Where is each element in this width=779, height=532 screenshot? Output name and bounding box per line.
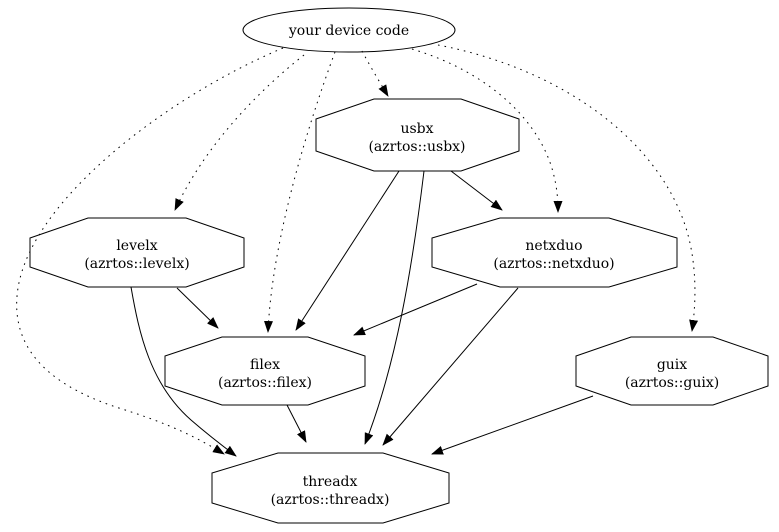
node-guix: guix (azrtos::guix) bbox=[575, 336, 769, 406]
edge-netxduo-filex bbox=[353, 283, 478, 336]
edge-netxduo-threadx bbox=[382, 287, 519, 446]
threadx-sublabel: (azrtos::threadx) bbox=[271, 492, 390, 508]
edge-usbx-threadx bbox=[364, 170, 425, 445]
edge-device-netxduo bbox=[411, 48, 563, 213]
device-label: your device code bbox=[288, 23, 409, 39]
netxduo-label: netxduo bbox=[525, 238, 582, 254]
edge-levelx-threadx bbox=[130, 286, 237, 457]
usbx-shape bbox=[315, 98, 520, 172]
edge-usbx-filex bbox=[295, 170, 400, 331]
usbx-sublabel: (azrtos::usbx) bbox=[368, 139, 465, 155]
netxduo-sublabel: (azrtos::netxduo) bbox=[493, 256, 614, 272]
netxduo-shape bbox=[431, 217, 678, 288]
node-filex: filex (azrtos::filex) bbox=[164, 336, 366, 406]
edge-device-guix bbox=[437, 44, 699, 332]
guix-sublabel: (azrtos::guix) bbox=[625, 375, 719, 391]
usbx-label: usbx bbox=[400, 121, 433, 137]
edge-device-filex bbox=[263, 51, 336, 333]
filex-shape bbox=[164, 336, 366, 406]
edge-device-usbx bbox=[361, 50, 389, 97]
node-levelx: levelx (azrtos::levelx) bbox=[29, 217, 245, 288]
threadx-shape bbox=[211, 452, 450, 524]
guix-shape bbox=[575, 336, 769, 406]
levelx-label: levelx bbox=[116, 238, 157, 254]
edge-device-levelx bbox=[174, 54, 305, 211]
node-netxduo: netxduo (azrtos::netxduo) bbox=[431, 217, 678, 288]
levelx-shape bbox=[29, 217, 245, 288]
edge-guix-threadx bbox=[431, 395, 594, 455]
edge-usbx-netxduo bbox=[450, 170, 503, 211]
node-usbx: usbx (azrtos::usbx) bbox=[315, 98, 520, 172]
filex-label: filex bbox=[250, 357, 280, 373]
edge-levelx-filex bbox=[176, 287, 219, 329]
threadx-label: threadx bbox=[303, 474, 358, 490]
edge-device-threadx bbox=[16, 47, 284, 455]
edges-layer bbox=[16, 44, 699, 457]
levelx-sublabel: (azrtos::levelx) bbox=[84, 256, 189, 272]
device-shape bbox=[242, 7, 456, 53]
guix-label: guix bbox=[657, 357, 687, 373]
edge-filex-threadx bbox=[286, 404, 307, 443]
filex-sublabel: (azrtos::filex) bbox=[218, 375, 312, 391]
node-threadx: threadx (azrtos::threadx) bbox=[211, 452, 450, 524]
node-device: your device code bbox=[242, 7, 456, 53]
